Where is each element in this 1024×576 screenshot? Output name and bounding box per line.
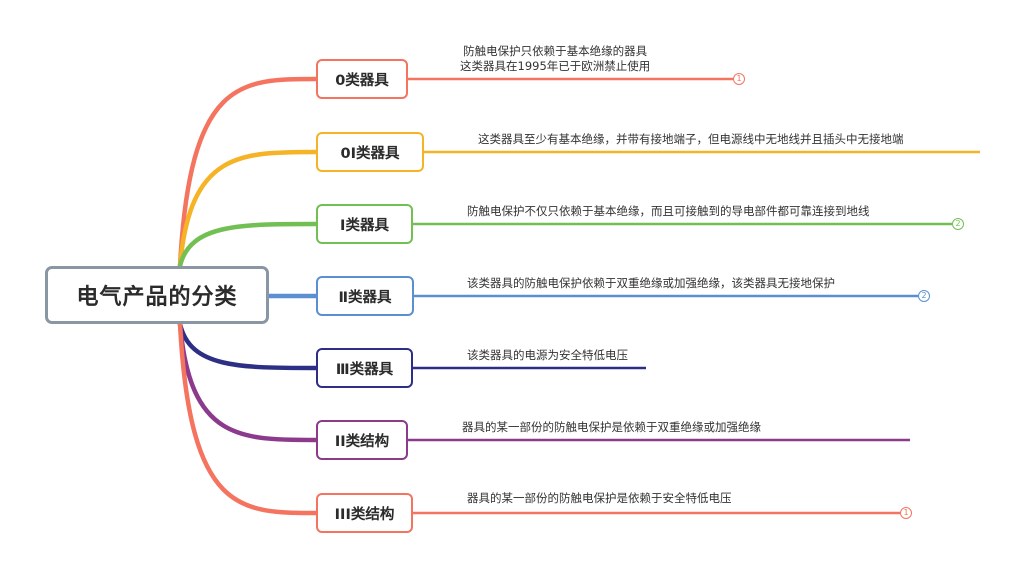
class-i-description: 防触电保护不仅只依赖于基本绝缘，而且可接触到的导电部件都可靠连接到地线 <box>467 204 870 219</box>
class-iii-description: 该类器具的电源为安全特低电压 <box>467 348 628 363</box>
description-line: 防触电保护不仅只依赖于基本绝缘，而且可接触到的导电部件都可靠连接到地线 <box>467 204 870 218</box>
description-line: 该类器具的电源为安全特低电压 <box>467 348 628 362</box>
description-line: 这类器具在1995年已于欧洲禁止使用 <box>460 59 651 73</box>
class-ii-structure-description: 器具的某一部份的防触电保护是依赖于双重绝缘或加强绝缘 <box>462 420 761 435</box>
class-iii-structure-label: III类结构 <box>334 506 395 523</box>
class-ii-link-count-badge[interactable]: 2 <box>918 290 930 302</box>
class-0-label: 0类器具 <box>335 72 389 89</box>
description-line: 器具的某一部份的防触电保护是依赖于双重绝缘或加强绝缘 <box>462 420 761 434</box>
class-ii-node[interactable]: Ⅱ类器具 <box>316 276 414 316</box>
class-0-connector <box>177 76 319 269</box>
class-ii-description: 该类器具的防触电保护依赖于双重绝缘或加强绝缘，该类器具无接地保护 <box>467 276 835 291</box>
class-0-description: 防触电保护只依赖于基本绝缘的器具这类器具在1995年已于欧洲禁止使用 <box>460 44 650 74</box>
class-i-link-count-badge[interactable]: 2 <box>952 218 964 230</box>
description-line: 防触电保护只依赖于基本绝缘的器具 <box>463 44 648 58</box>
class-0-link-count-badge[interactable]: 1 <box>733 73 745 85</box>
class-iii-node[interactable]: Ⅲ类器具 <box>316 348 413 388</box>
class-ii-structure-node[interactable]: II类结构 <box>316 420 408 460</box>
description-line: 器具的某一部份的防触电保护是依赖于安全特低电压 <box>467 491 732 505</box>
class-0i-label: 0Ⅰ类器具 <box>340 145 400 162</box>
class-ii-structure-label: II类结构 <box>334 433 390 450</box>
class-ii-structure-connector <box>177 321 319 443</box>
description-line: 这类器具至少有基本绝缘，并带有接地端子，但电源线中无地线并且插头中无接地端 <box>478 132 904 146</box>
class-ii-label: Ⅱ类器具 <box>338 289 392 306</box>
root-node[interactable]: 电气产品的分类 <box>45 266 269 324</box>
class-iii-structure-description: 器具的某一部份的防触电保护是依赖于安全特低电压 <box>467 491 732 506</box>
class-0i-node[interactable]: 0Ⅰ类器具 <box>316 132 424 172</box>
class-iii-structure-connector <box>177 321 319 516</box>
class-0-node[interactable]: 0类器具 <box>316 59 408 99</box>
class-i-node[interactable]: Ⅰ类器具 <box>316 204 413 244</box>
description-line: 该类器具的防触电保护依赖于双重绝缘或加强绝缘，该类器具无接地保护 <box>467 276 835 290</box>
class-iii-connector <box>177 321 319 371</box>
class-i-connector <box>177 221 319 269</box>
class-iii-structure-node[interactable]: III类结构 <box>316 493 413 533</box>
class-iii-label: Ⅲ类器具 <box>335 361 394 378</box>
root-title: 电气产品的分类 <box>76 285 238 310</box>
class-i-label: Ⅰ类器具 <box>340 217 389 234</box>
class-iii-structure-link-count-badge[interactable]: 1 <box>900 507 912 519</box>
class-0i-description: 这类器具至少有基本绝缘，并带有接地端子，但电源线中无地线并且插头中无接地端 <box>478 132 904 147</box>
class-0i-connector <box>177 149 319 269</box>
